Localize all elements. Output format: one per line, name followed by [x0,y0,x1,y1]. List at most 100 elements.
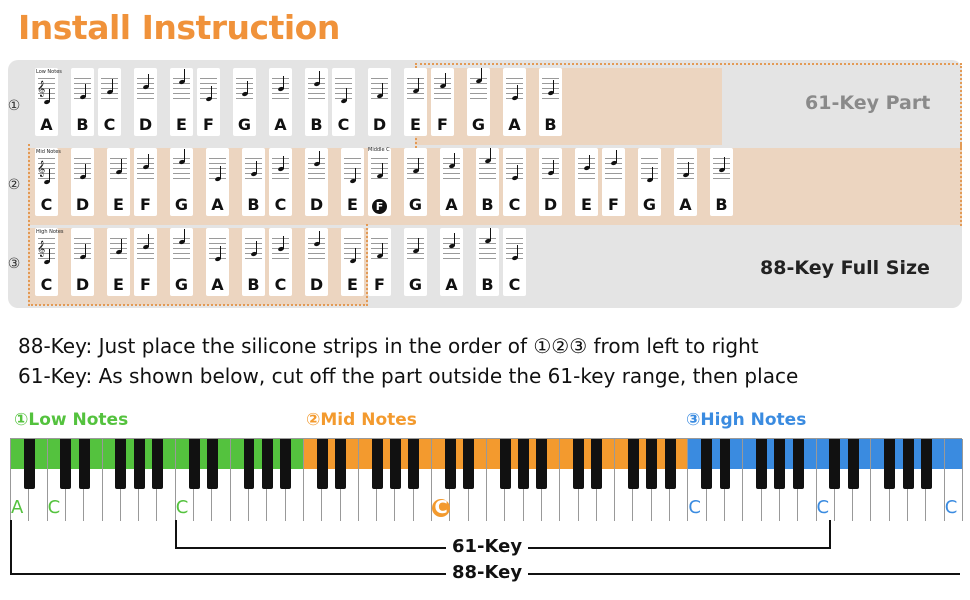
black-key [188,439,200,489]
strip-note-label: F [608,195,619,214]
strip-key-g: G [170,148,193,216]
strip-key-e: E [170,68,193,136]
note-stem-icon [85,164,86,177]
note-stem-icon [517,85,518,98]
strip-note-label: D [309,275,324,294]
strip-key-g: G [467,68,490,136]
strip-note-label: C [274,195,287,214]
note-stem-icon [148,154,149,167]
note-stem-icon [382,243,383,256]
note-stem-icon [121,159,122,172]
strip-key-g: G [170,228,193,296]
strip-key-d: D [305,228,328,296]
staff-lines [335,78,352,100]
strip-note-label: F [140,195,151,214]
note-stem-icon [418,78,419,91]
note-stem-icon [85,84,86,97]
section-label-low-notes: ①Low Notes [14,410,129,430]
black-key [389,439,401,489]
black-key [316,439,328,489]
key-color-sticker [944,439,962,469]
strip-note-label: B [76,115,89,134]
strip-note-label: E [113,275,124,294]
key-label-c4: C [432,499,451,517]
black-key [261,439,273,489]
staff-lines [209,158,226,180]
black-key [60,439,72,489]
strip-note-label: A [211,195,224,214]
strip-key-d: D [305,148,328,216]
black-key [646,439,658,489]
staff-lines [38,158,55,180]
black-key [920,439,932,489]
black-key [829,439,841,489]
key-label-a0: A [11,497,24,518]
staff-lines [110,238,127,260]
strip-note-label: G [174,275,189,294]
black-key [573,439,585,489]
strip-key-c: C [269,148,292,216]
staff-lines [38,78,55,100]
black-key [847,439,859,489]
strip-key-a: A [206,148,229,216]
strip-note-label: A [445,195,458,214]
note-stem-icon [652,167,653,180]
staff-lines [344,158,361,180]
strip-note-label: D [372,115,387,134]
strip-key-e: E [107,228,130,296]
strip-key-f: F [431,68,454,136]
strip-key-g: G [404,228,427,296]
note-stem-icon [490,228,491,241]
staff-lines [371,238,388,260]
strip-note-label: G [408,275,423,294]
key-label-c5: C [688,497,701,518]
row-marker-2: ② [7,177,21,193]
strip-key-b: B [710,148,733,216]
note-stem-icon [283,76,284,89]
staff-lines [641,158,658,180]
note-stem-icon [319,231,320,244]
highlight-61-row1 [415,68,722,145]
note-stem-icon [454,153,455,166]
strip-note-label: B [247,195,260,214]
strip-key-a: A [440,148,463,216]
strip-key-c: C [503,148,526,216]
note-stem-icon [418,238,419,251]
staff-lines [74,238,91,260]
strip-key-b: B [71,68,94,136]
strip-note-label: G [237,115,252,134]
row-marker-1: ① [7,98,21,114]
strip-note-label: B [481,275,494,294]
note-stem-icon [589,155,590,168]
treble-clef-icon: 𝄞 [37,81,46,97]
staff-lines [506,238,523,260]
strip-key-c: C [503,228,526,296]
note-stem-icon [355,248,356,261]
staff-lines [74,78,91,100]
note-stem-icon [553,80,554,93]
strip-key-d: D [71,228,94,296]
section-label-mid-notes: ②Mid Notes [306,410,417,430]
black-key [719,439,731,489]
note-stem-icon [517,245,518,258]
strip-note-label: B [544,115,557,134]
note-stem-icon [211,86,212,99]
staff-lines [542,78,559,100]
note-stem-icon [517,165,518,178]
key-label-c8: C [944,497,958,518]
strip-key-a: A [269,68,292,136]
black-key [884,439,896,489]
strip-key-f: F [134,228,157,296]
strip-note-label: C [103,115,116,134]
strip-note-label: B [481,195,494,214]
strip-note-label: F [368,195,391,214]
note-stem-icon [553,160,554,173]
note-stem-icon [112,79,113,92]
staff-lines [245,158,262,180]
note-stem-icon [724,157,725,170]
strip-key-b: B [305,68,328,136]
strip-note-label: D [543,195,558,214]
row-marker-3: ③ [7,256,21,272]
treble-clef-icon: 𝄞 [37,241,46,257]
